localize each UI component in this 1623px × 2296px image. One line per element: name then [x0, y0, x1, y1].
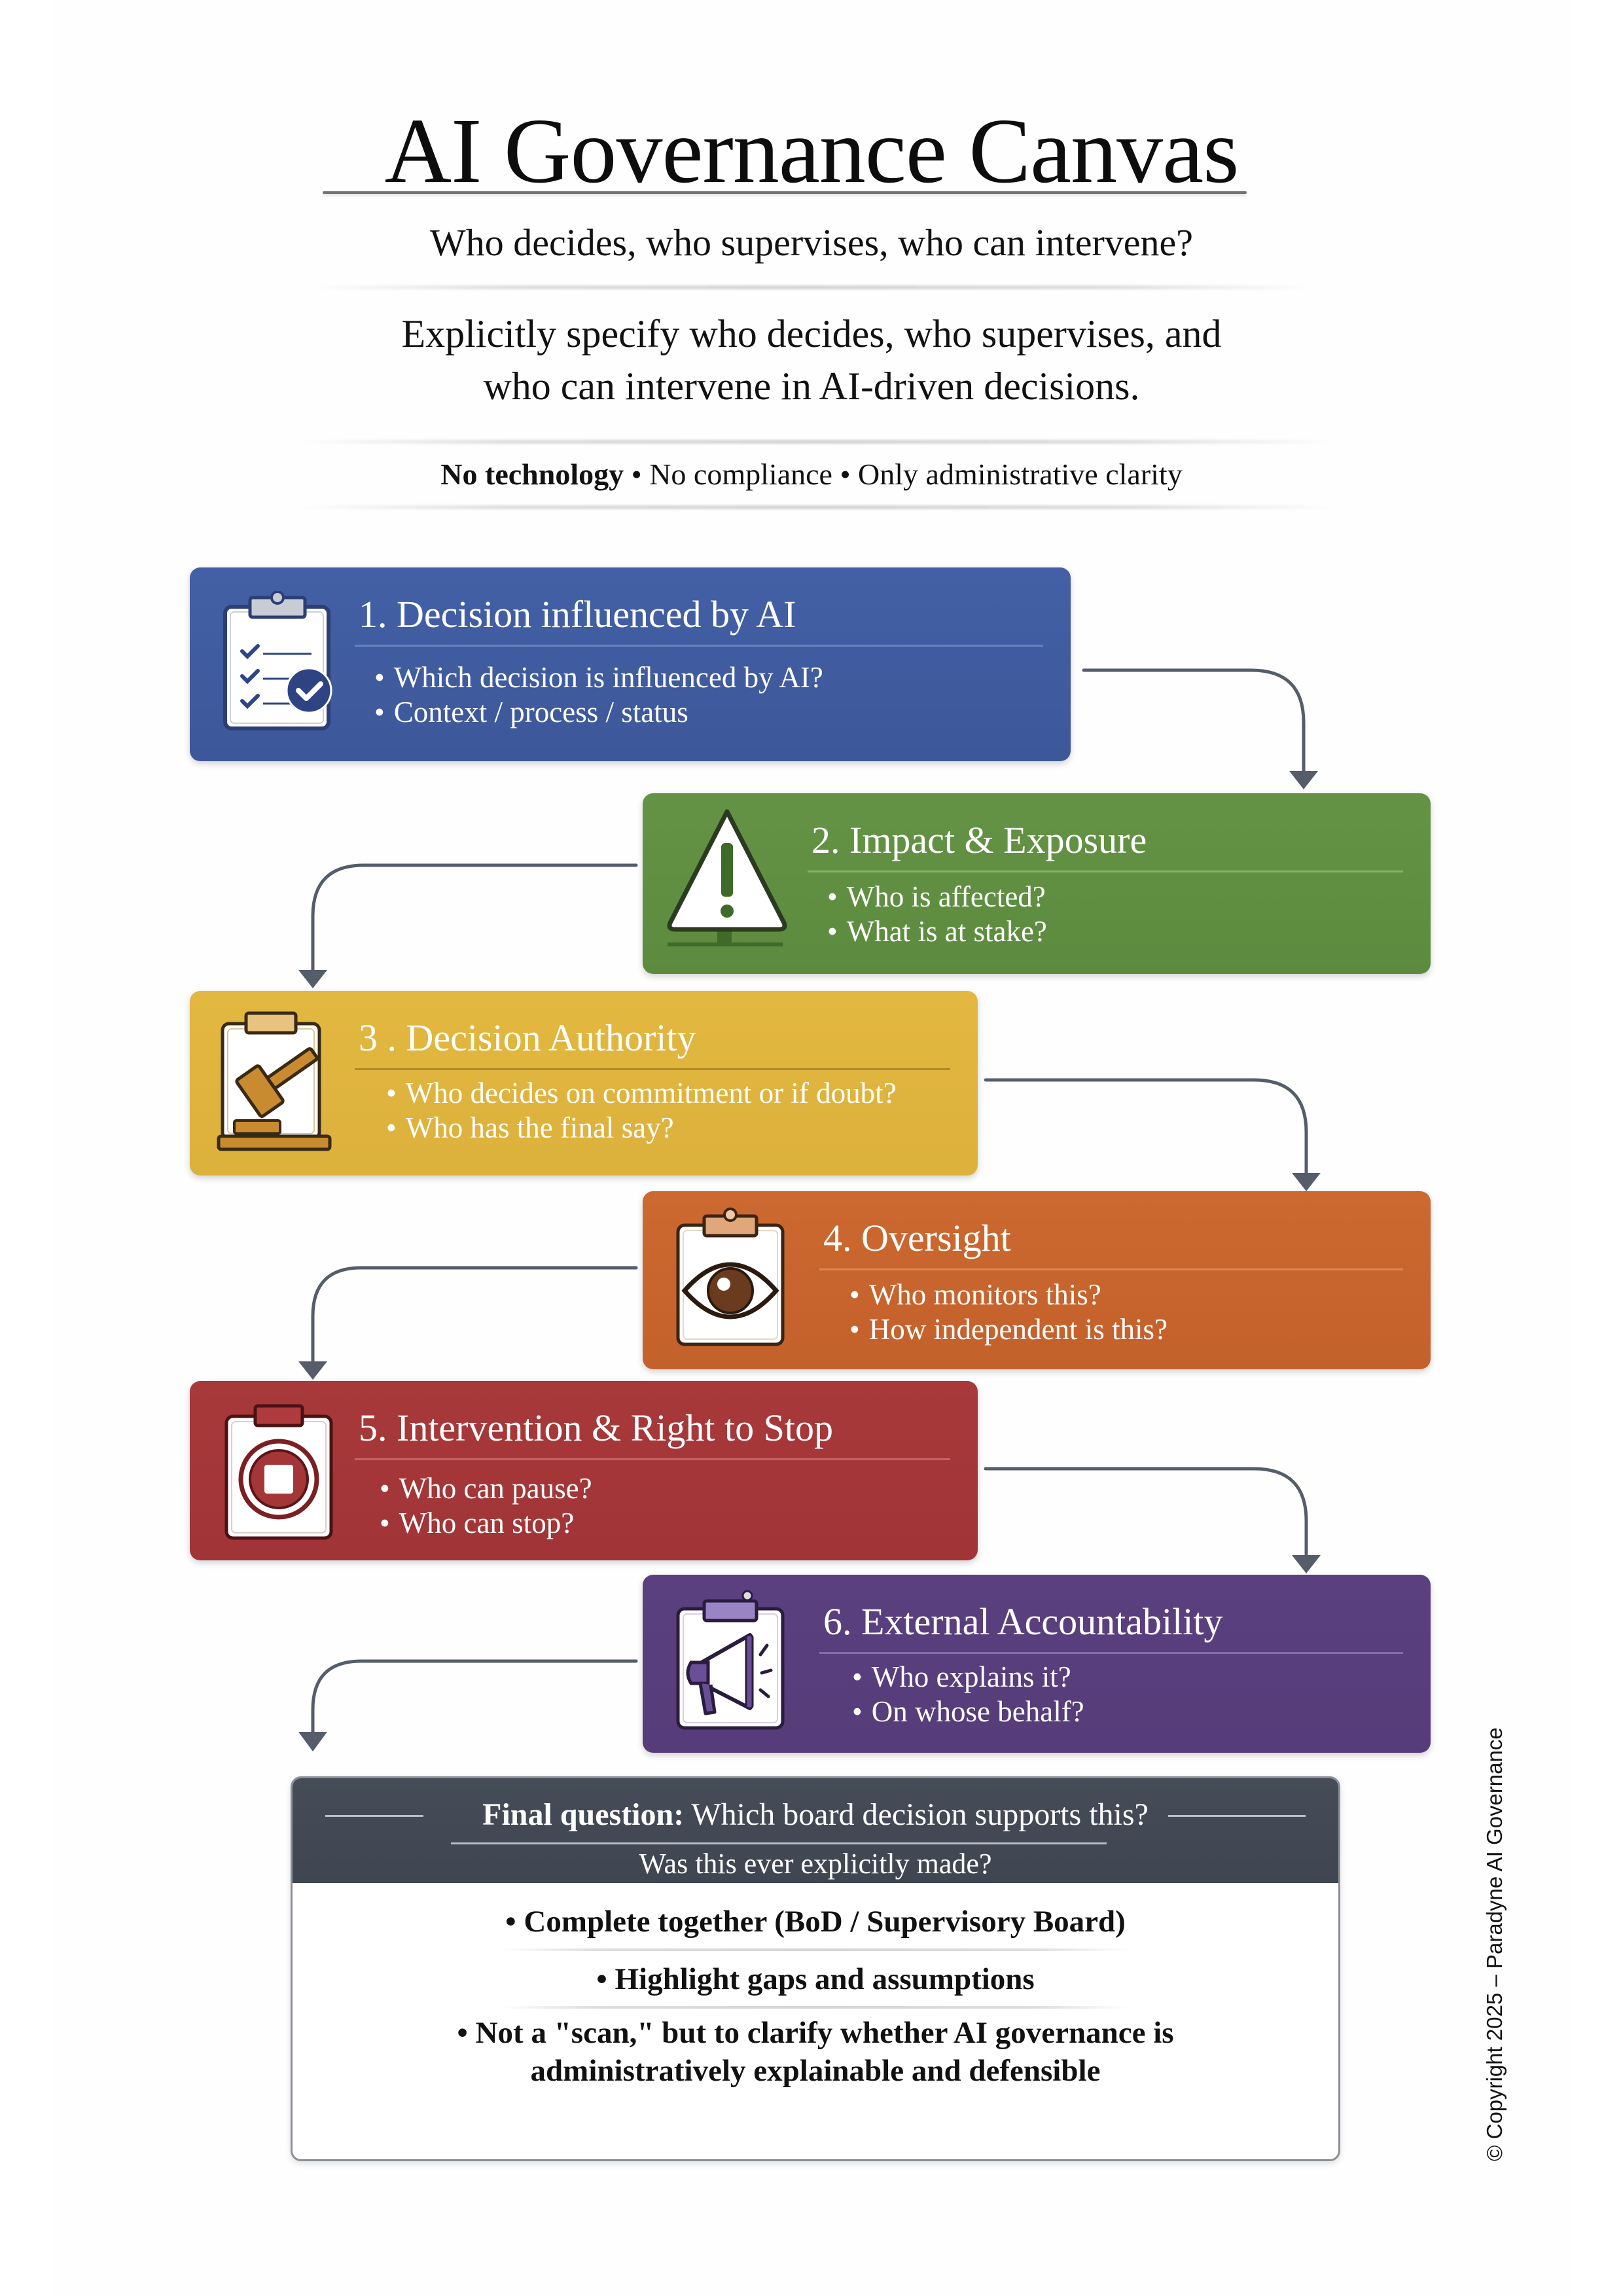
- page-subtitle: Who decides, who supervises, who can int…: [429, 221, 1194, 264]
- final-sub-question: Was this ever explicitly made?: [639, 1848, 992, 1880]
- arrowhead-icon: [1289, 771, 1318, 789]
- step-bullet: Who monitors this?: [849, 1278, 1168, 1312]
- step-divider: [355, 1458, 950, 1460]
- arrowhead-icon: [1292, 1555, 1321, 1573]
- final-point-continuation: administratively explainable and defensi…: [530, 2054, 1101, 2088]
- step-bullet: Who can stop?: [380, 1506, 592, 1541]
- step-divider: [819, 1268, 1403, 1270]
- final-point: • Not a "scan," but to clarify whether A…: [457, 2016, 1174, 2050]
- final-point: • Complete together (BoD / Supervisory B…: [505, 1905, 1126, 1939]
- step-card-6-accountability: 6. External Accountability Who explains …: [643, 1575, 1431, 1753]
- step-title: 5. Intervention & Right to Stop: [359, 1407, 833, 1449]
- step-bullet: What is at stake?: [827, 914, 1047, 949]
- tagline-bottom-divider: [301, 505, 1335, 509]
- warning-sign-icon: [667, 809, 787, 946]
- connector-5-6: [984, 1467, 1308, 1557]
- step-divider: [808, 870, 1403, 872]
- gavel-icon: [217, 1011, 332, 1151]
- step-bullet: Who has the final say?: [386, 1111, 897, 1145]
- step-card-2-impact: 2. Impact & Exposure Who is affected? Wh…: [643, 793, 1431, 974]
- step-bullet: Context / process / status: [374, 695, 823, 730]
- step-bullet: On whose behalf?: [852, 1695, 1084, 1729]
- connector-1-2: [1082, 668, 1306, 773]
- step-card-5-intervention: 5. Intervention & Right to Stop Who can …: [190, 1381, 978, 1560]
- step-bullets: Who decides on commitment or if doubt? W…: [386, 1076, 897, 1145]
- copyright-notice: © Copyright 2025 – Paradyne AI Governanc…: [1482, 1727, 1507, 2161]
- final-point: • Highlight gaps and assumptions: [596, 1962, 1035, 1996]
- arrowhead-icon: [298, 970, 327, 988]
- final-question-label: Final question:: [482, 1797, 685, 1832]
- final-question-line-right: [1168, 1815, 1306, 1817]
- final-question: Final question: Which board decision sup…: [293, 1795, 1338, 1835]
- step-title: 2. Impact & Exposure: [812, 819, 1147, 861]
- tagline-bold: No technology: [440, 457, 624, 491]
- step-bullets: Who monitors this? How independent is th…: [849, 1278, 1168, 1347]
- step-bullet: Who is affected?: [827, 880, 1047, 914]
- step-divider: [819, 1652, 1403, 1654]
- stop-button-icon: [224, 1404, 333, 1540]
- step-divider: [355, 645, 1043, 647]
- step-bullet: How independent is this?: [849, 1312, 1168, 1347]
- subtitle-divider: [314, 285, 1309, 289]
- final-point-divider: [501, 2006, 1130, 2009]
- step-title: 4. Oversight: [823, 1217, 1011, 1259]
- final-question-panel: Final question: Which board decision sup…: [291, 1776, 1340, 2161]
- step-bullets: Who is affected? What is at stake?: [827, 880, 1047, 949]
- step-divider: [355, 1068, 950, 1070]
- arrowhead-icon: [298, 1732, 327, 1751]
- arrowhead-icon: [1292, 1173, 1321, 1191]
- description-line-2: who can intervene in AI-driven decisions…: [483, 365, 1140, 408]
- page-title: AI Governance Canvas: [384, 99, 1240, 202]
- step-bullet: Who decides on commitment or if doubt?: [386, 1076, 897, 1111]
- final-question-divider: [451, 1842, 1107, 1844]
- step-card-1-decision: 1. Decision influenced by AI Which decis…: [190, 567, 1071, 761]
- connector-6-final: [311, 1659, 638, 1734]
- step-title: 6. External Accountability: [823, 1600, 1223, 1643]
- tagline-top-divider: [301, 440, 1335, 444]
- tagline: No technology • No compliance • Only adm…: [0, 456, 1623, 493]
- clipboard-checklist-icon: [223, 591, 332, 730]
- step-card-4-oversight: 4. Oversight Who monitors this? How inde…: [643, 1191, 1431, 1369]
- step-bullets: Who explains it? On whose behalf?: [852, 1660, 1084, 1729]
- final-points: • Complete together (BoD / Supervisory B…: [293, 1903, 1338, 2090]
- tagline-rest: • No compliance • Only administrative cl…: [624, 457, 1183, 491]
- eye-icon: [676, 1208, 785, 1346]
- connector-3-4: [984, 1078, 1308, 1175]
- step-bullet: Which decision is influenced by AI?: [374, 660, 823, 695]
- step-title: 1. Decision influenced by AI: [359, 593, 796, 636]
- connector-4-5: [311, 1266, 638, 1363]
- final-question-text: Which board decision supports this?: [684, 1797, 1149, 1832]
- step-bullet: Who explains it?: [852, 1660, 1084, 1695]
- megaphone-icon: [676, 1590, 785, 1730]
- final-question-line-left: [325, 1815, 423, 1817]
- step-title: 3 . Decision Authority: [359, 1016, 696, 1059]
- step-bullet: Who can pause?: [380, 1471, 592, 1506]
- final-question-header: Final question: Which board decision sup…: [293, 1778, 1338, 1883]
- step-bullets: Which decision is influenced by AI? Cont…: [374, 660, 823, 730]
- step-bullets: Who can pause? Who can stop?: [380, 1471, 592, 1541]
- arrowhead-icon: [298, 1361, 327, 1380]
- final-point-divider: [501, 1948, 1130, 1951]
- description-line-1: Explicitly specify who decides, who supe…: [401, 312, 1222, 355]
- title-divider: [323, 191, 1247, 194]
- step-card-3-authority: 3 . Decision Authority Who decides on co…: [190, 991, 978, 1175]
- connector-2-3: [311, 863, 638, 972]
- page-description: Explicitly specify who decides, who supe…: [0, 308, 1623, 412]
